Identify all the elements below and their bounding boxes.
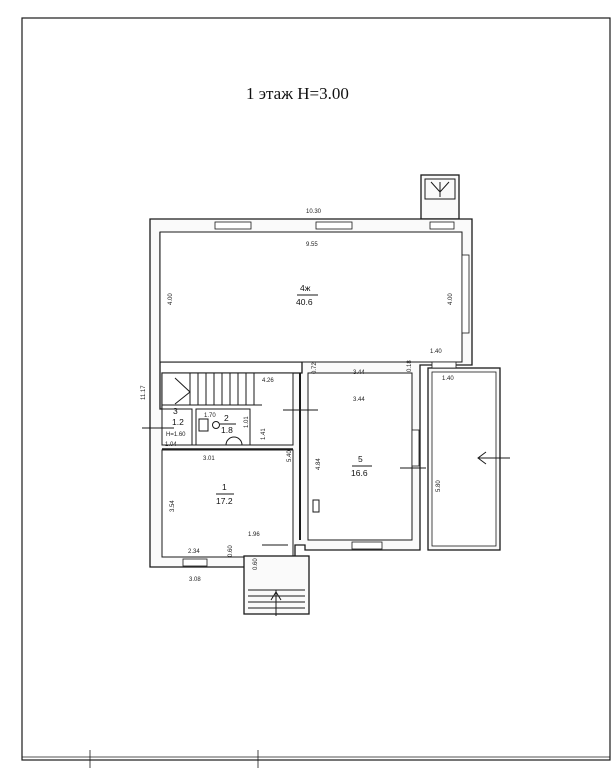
windows xyxy=(182,221,470,567)
room4-interior xyxy=(159,231,463,363)
dim-room3-width: 1.04 xyxy=(165,442,177,448)
room-2-label: 2 1.8 xyxy=(220,413,236,435)
dim-room5-height: 4.84 xyxy=(316,458,322,470)
dim-room1-left: 3.54 xyxy=(170,500,176,512)
room1-interior xyxy=(161,449,294,558)
room3-interior xyxy=(161,408,193,446)
dim-room4-right: 4.00 xyxy=(448,293,454,305)
dim-bottom-small-a: 0.60 xyxy=(228,545,234,557)
dim-wall-offset: 0.18 xyxy=(407,360,413,372)
room-1-number: 1 xyxy=(222,482,227,492)
room-5-area: 16.6 xyxy=(351,468,368,478)
wc-fixture xyxy=(198,418,243,446)
dim-door-offset: 0.72 xyxy=(312,362,318,374)
window-top-3 xyxy=(429,221,455,230)
window-top-2 xyxy=(315,221,353,230)
window-room1-bottom xyxy=(182,558,208,567)
dim-room4-width: 9.55 xyxy=(306,242,318,248)
dim-bottom-overall: 3.08 xyxy=(189,577,201,583)
floor-title: 1 этаж Н=3.00 xyxy=(246,84,349,103)
dim-room5-top-b: 3.44 xyxy=(353,397,365,403)
dim-bottom-small-b: 0.60 xyxy=(253,558,259,570)
dim-bottom-b: 2.34 xyxy=(188,549,200,555)
room-3-label: 3 1.2 Н=1.60 xyxy=(166,406,186,438)
room-5-label: 5 16.6 xyxy=(351,454,372,478)
dim-top-overall: 10.30 xyxy=(306,209,322,215)
room-4-number: 4ж xyxy=(300,283,311,293)
dim-stair-width: 4.26 xyxy=(262,378,274,384)
entry-arrow-right xyxy=(477,451,510,465)
stair-treads xyxy=(162,373,262,406)
dim-porch-height: 5.80 xyxy=(436,480,442,492)
window-right xyxy=(461,254,470,334)
dim-room2-depth: 1.01 xyxy=(244,416,250,428)
dim-right-step: 1.40 xyxy=(430,349,442,355)
entry-arrow-bottom xyxy=(270,591,282,616)
dim-room4-left: 4.00 xyxy=(168,293,174,305)
window-room5-right xyxy=(411,429,420,467)
dim-room1-right: 5.40 xyxy=(287,450,293,462)
window-top-1 xyxy=(214,221,252,230)
dim-left-overall: 11.17 xyxy=(141,385,147,400)
room-3-number: 3 xyxy=(173,406,178,416)
room-5-number: 5 xyxy=(358,454,363,464)
dimension-labels: 10.30 9.55 4.00 4.00 11.17 4.26 0.72 3.4… xyxy=(141,209,454,583)
room2-interior xyxy=(195,408,251,446)
door-markers xyxy=(142,398,426,546)
drawing-frame xyxy=(21,17,611,761)
dim-room2-width: 1.70 xyxy=(204,413,216,419)
room-3-height: Н=1.60 xyxy=(166,432,186,438)
window-right-lower xyxy=(431,361,457,369)
room-1-label: 1 17.2 xyxy=(216,482,234,506)
room-4-area: 40.6 xyxy=(296,297,313,307)
room-3-area: 1.2 xyxy=(172,417,184,427)
dim-room2-side: 1.41 xyxy=(261,428,267,440)
room-2-number: 2 xyxy=(224,413,229,423)
dim-porch-width: 1.40 xyxy=(442,376,454,382)
room5-interior xyxy=(307,372,413,541)
veranda-interior xyxy=(431,371,497,547)
window-room5-bottom xyxy=(351,541,383,550)
dim-room5-top-a: 3.44 xyxy=(353,370,365,376)
room-1-area: 17.2 xyxy=(216,496,233,506)
room-2-area: 1.8 xyxy=(221,425,233,435)
chimney xyxy=(420,174,460,220)
dim-room1-width: 3.01 xyxy=(203,456,215,462)
dim-bottom-a: 1.96 xyxy=(248,532,260,538)
room-4-label: 4ж 40.6 xyxy=(296,283,318,307)
